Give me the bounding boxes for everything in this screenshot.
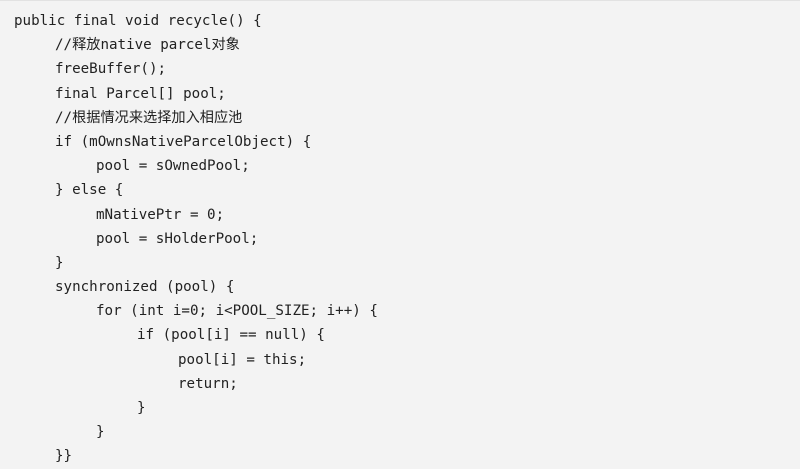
code-line: pool[i] = this; — [178, 351, 307, 368]
code-line: synchronized (pool) { — [55, 279, 235, 296]
code-line: if (mOwnsNativeParcelObject) { — [55, 133, 312, 150]
code-line: mNativePtr = 0; — [96, 206, 225, 223]
code-line: final Parcel[] pool; — [55, 85, 226, 102]
code-line: freeBuffer(); — [55, 61, 167, 78]
code-line: if (pool[i] == null) { — [137, 327, 325, 344]
code-line: //根据情况来选择加入相应池 — [55, 109, 243, 126]
code-line: pool = sHolderPool; — [96, 230, 259, 247]
code-line: }} — [55, 448, 73, 465]
code-line: pool = sOwnedPool; — [96, 158, 250, 175]
code-line: } — [96, 424, 105, 441]
code-line: } — [55, 254, 64, 271]
code-line: public final void recycle() { — [14, 13, 262, 29]
code-line: //释放native parcel对象 — [55, 37, 240, 54]
code-line: } else { — [55, 182, 124, 199]
code-line: for (int i=0; i<POOL_SIZE; i++) { — [96, 303, 378, 320]
code-line: } — [137, 400, 146, 416]
code-line: return; — [178, 375, 238, 392]
code-block: public final void recycle() { //释放native… — [14, 9, 800, 469]
